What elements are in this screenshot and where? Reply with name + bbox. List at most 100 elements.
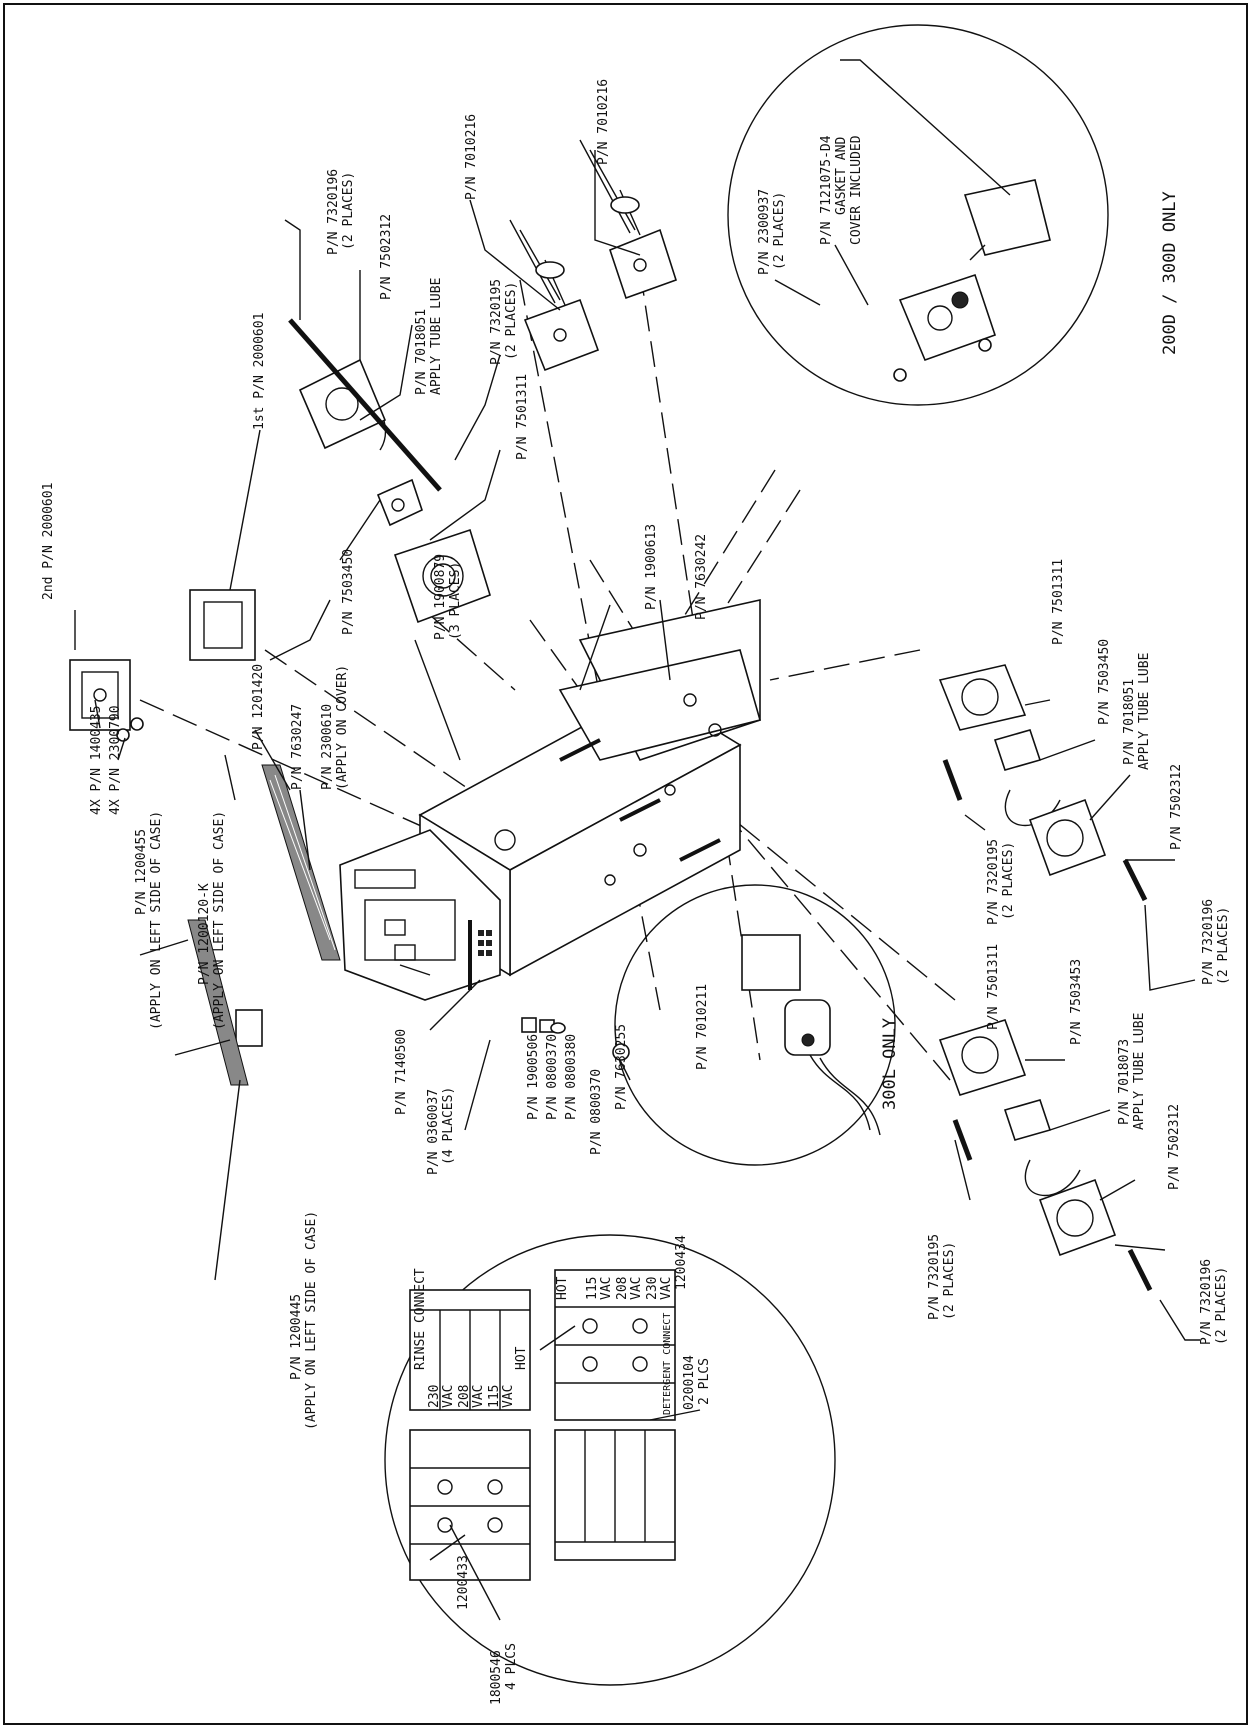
label-1200120k [235, 1009, 263, 1047]
label-tb-1800546-qty: 4 PLCS [504, 1643, 519, 1690]
label-pn-0800370-a: P/N 0800370 [545, 1034, 560, 1120]
label-tb-1200434: 1200434 [674, 1235, 689, 1290]
label-pn-1900879-qty: (3 PLACES) [448, 562, 463, 640]
motor-upper-2 [579, 139, 677, 300]
label-r-pn-7502312-a: P/N 7502312 [1169, 764, 1184, 850]
vent-strip [261, 764, 341, 961]
page-border [3, 3, 1248, 1725]
leader-lines [74, 59, 1200, 1621]
det-vac-2: VAC [629, 1277, 644, 1300]
label-pn-7502312: P/N 7502312 [379, 214, 394, 300]
det-230: 230 [645, 1277, 660, 1300]
label-r-apply-tube-lube-a: APPLY TUBE LUBE [1137, 653, 1152, 770]
rin-hot: HOT [514, 1346, 529, 1370]
label-2nd-pn-2000601: 2nd P/N 2000601 [41, 483, 56, 600]
label-200d-300d-only: 200D / 300D ONLY [1160, 191, 1180, 355]
rin-vac-3: VAC [501, 1385, 516, 1408]
fittings [521, 1017, 630, 1061]
label-r-pn-7018073: P/N 7018073 [1117, 1039, 1132, 1125]
label-pn-7121075: P/N 7121075-D4 [819, 135, 834, 245]
motor-upper-1 [509, 219, 600, 372]
label-pn-7320195: P/N 7320195 [489, 279, 504, 365]
label-pn-7320196-qty: (2 PLACES) [341, 172, 356, 250]
label-r-pn-7018051: P/N 7018051 [1122, 679, 1137, 765]
detail-200d-parts [893, 179, 1051, 382]
label-pn-1900506: P/N 1900506 [526, 1034, 541, 1120]
label-r-pn-7503453: P/N 7503453 [1069, 959, 1084, 1045]
label-tb-0200104: 0200104 [682, 1355, 697, 1410]
label-pn-7630247: P/N 7630247 [290, 704, 305, 790]
label-pn-1400435: 4X P/N 1400435 [89, 705, 104, 815]
label-pn-7630242: P/N 7630242 [694, 534, 709, 620]
det-hot: HOT [555, 1276, 570, 1300]
label-pn-2300610-qty: (APPLY ON COVER) [335, 665, 350, 790]
rin-115: 115 [487, 1385, 502, 1408]
label-pn-7140500: P/N 7140500 [394, 1029, 409, 1115]
label-pn-1200455: P/N 1200455 [134, 829, 149, 915]
label-pn-7501311: P/N 7501311 [515, 374, 530, 460]
label-r-pn-7320195-b-qty: (2 PLACES) [942, 1242, 957, 1320]
label-pn-0800380: P/N 0800380 [564, 1034, 579, 1120]
label-pn-2300610: P/N 2300610 [320, 704, 335, 790]
label-apply-tube-lube: APPLY TUBE LUBE [429, 278, 444, 395]
pump-right-upper [938, 664, 1148, 902]
pump-right-lower [938, 1019, 1153, 1292]
label-gasket-and: GASKET AND [834, 137, 849, 215]
terminal-block-rinse-panel [409, 1289, 531, 1581]
label-tb-0200104-qty: 2 PLCS [697, 1358, 712, 1405]
rin-vac-2: VAC [471, 1385, 486, 1408]
label-pn-2300937: P/N 2300937 [757, 189, 772, 275]
rin-208: 208 [457, 1385, 472, 1408]
label-1200445 [187, 919, 249, 1086]
detail-300l-motor [741, 934, 881, 1136]
label-pn-2300790: 4X P/N 2300790 [108, 705, 123, 815]
label-pn-1900613: P/N 1900613 [644, 524, 659, 610]
det-vac-1: VAC [599, 1277, 614, 1300]
label-pn-1900879: P/N 1900879 [433, 554, 448, 640]
label-pn-7320196: P/N 7320196 [326, 169, 341, 255]
label-pn-7018051: P/N 7018051 [414, 309, 429, 395]
detail-circle-300l [614, 884, 896, 1166]
label-r-pn-7320196-b: P/N 7320196 [1199, 1259, 1214, 1345]
pump-upper-left [288, 318, 491, 624]
label-pn-0360037-qty: (4 PLACES) [441, 1087, 456, 1165]
label-r-pn-7503450: P/N 7503450 [1097, 639, 1112, 725]
label-cover-included: COVER INCLUDED [849, 135, 864, 245]
det-208: 208 [615, 1277, 630, 1300]
label-r-pn-7320195-a: P/N 7320195 [986, 839, 1001, 925]
label-r-pn-7320195-a-qty: (2 PLACES) [1001, 842, 1016, 920]
label-pn-7630255: P/N 7630255 [614, 1024, 629, 1110]
callout-labels: P/N 7320196 (2 PLACES) P/N 7502312 P/N 7… [41, 79, 1231, 1705]
rin-230: 230 [427, 1385, 442, 1408]
label-r-apply-tube-lube-b: APPLY TUBE LUBE [1132, 1013, 1147, 1130]
det-vac-3: VAC [659, 1277, 674, 1300]
label-pn-1200445: P/N 1200445 [289, 1294, 304, 1380]
label-r-pn-7320196-a-qty: (2 PLACES) [1216, 907, 1231, 985]
label-pn-0360037: P/N 0360037 [426, 1089, 441, 1175]
label-pn-7503450: P/N 7503450 [341, 549, 356, 635]
main-cabinet [339, 599, 761, 1001]
det-connect: DETERGENT CONNECT [662, 1313, 673, 1415]
rin-vac-1: VAC [441, 1385, 456, 1408]
label-pn-1201420: P/N 1201420 [251, 664, 266, 750]
label-pn-0800370-b: P/N 0800370 [589, 1069, 604, 1155]
transformer-2nd [69, 659, 144, 742]
label-pn-2300937-qty: (2 PLACES) [772, 192, 787, 270]
transformer-1st [189, 589, 256, 661]
label-tb-1200433: 1200433 [456, 1555, 471, 1610]
label-300l-only: 300L ONLY [880, 1018, 900, 1110]
label-r-pn-7320195-b: P/N 7320195 [927, 1234, 942, 1320]
label-r-pn-7320196-a: P/N 7320196 [1201, 899, 1216, 985]
label-r-pn-7502312-b: P/N 7502312 [1167, 1104, 1182, 1190]
label-pn-7320195-qty: (2 PLACES) [504, 282, 519, 360]
label-r-pn-7501311-a: P/N 7501311 [1051, 559, 1066, 645]
detail-circle-terminal-blocks [384, 1234, 836, 1686]
label-r-pn-7501311-b: P/N 7501311 [986, 944, 1001, 1030]
label-pn-7010216-a: P/N 7010216 [464, 114, 479, 200]
detail-circle-200d-300d [727, 24, 1109, 406]
label-1st-pn-2000601: 1st P/N 2000601 [252, 313, 267, 430]
label-pn-7010216-b: P/N 7010216 [596, 79, 611, 165]
label-pn-1200455-note: (APPLY ON LEFT SIDE OF CASE) [149, 811, 164, 1030]
